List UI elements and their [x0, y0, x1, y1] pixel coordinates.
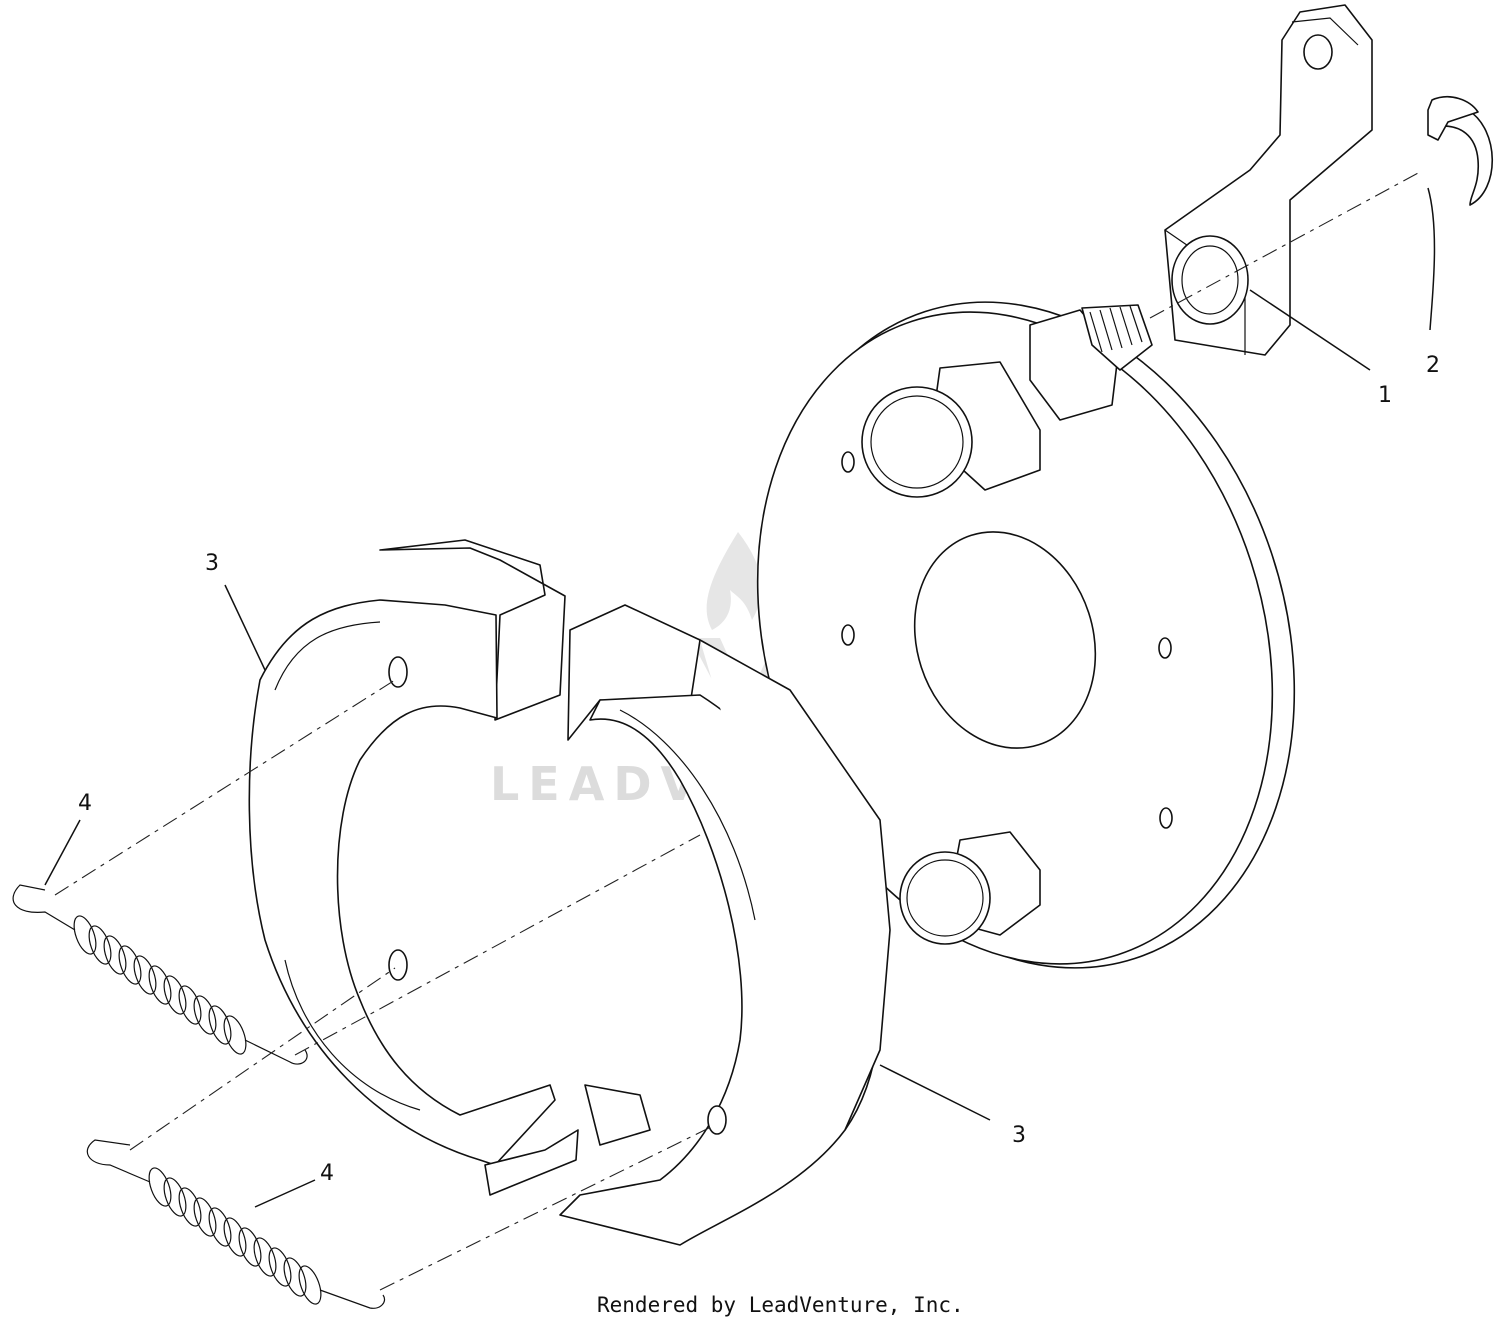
brake-shoe-lower	[559, 604, 891, 1246]
callout-2: 2	[1426, 353, 1440, 378]
brake-lever	[1164, 4, 1373, 356]
backing-plate	[756, 301, 1296, 969]
callout-3-upper: 3	[205, 551, 219, 576]
alignment-lines	[54, 171, 1421, 1291]
e-clip	[1427, 96, 1494, 206]
spring-upper	[12, 884, 308, 1065]
footer-credit: Rendered by LeadVenture, Inc.	[597, 1293, 964, 1317]
watermark-flame-icon	[706, 532, 762, 630]
leader-lines	[44, 187, 1436, 1208]
spring-lower	[86, 1139, 386, 1309]
callout-4-lower: 4	[320, 1161, 334, 1186]
callout-1: 1	[1378, 383, 1392, 408]
callout-4-upper: 4	[78, 791, 92, 816]
brake-shoe-upper	[248, 539, 579, 1196]
callout-3-lower: 3	[1012, 1123, 1026, 1148]
